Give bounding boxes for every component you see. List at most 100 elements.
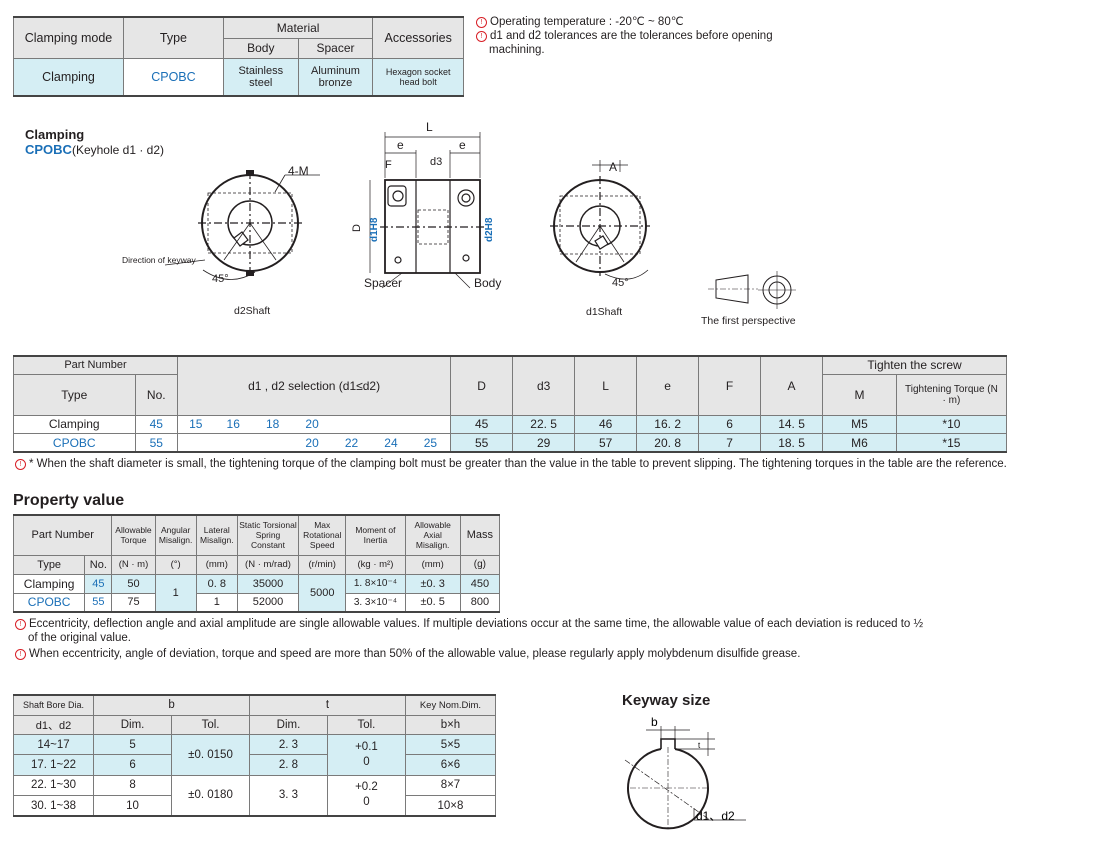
left-end-view [164, 170, 320, 280]
material-table: Clamping mode Type Material Accessories … [13, 16, 464, 97]
side-view [369, 132, 485, 289]
cell-b: 5 [93, 734, 173, 756]
cell-type: CPOBC [12, 592, 86, 613]
header-static: Static Torsional Spring Constant [236, 514, 300, 556]
caution-icon: ! [476, 17, 487, 28]
label-F: F [385, 159, 392, 171]
table-row: 30. 1~38 10 10×8 [12, 795, 497, 817]
cell-sel: 18 [252, 414, 293, 435]
label-d1d2: d1、d2 [696, 809, 735, 823]
caution-icon: ! [476, 31, 487, 42]
cell-L: 46 [574, 414, 638, 435]
header-clamping-mode: Clamping mode [13, 16, 124, 59]
cell-sel: 22 [331, 433, 372, 453]
caution-icon: ! [15, 619, 26, 630]
label-b: b [651, 715, 658, 729]
header-lateral: Lateral Misalign. [195, 514, 238, 556]
section-title-keyway: Keyway size [622, 692, 711, 709]
table-row: Clamping 45 15 16 18 20 45 22. 5 46 16. … [13, 414, 1008, 435]
drawing-subtitle-rest: (Keyhole d1 · d2) [71, 143, 165, 157]
cell-sel: 16 [213, 414, 253, 435]
cell-key: 6×6 [404, 754, 497, 776]
cell-sel [331, 414, 372, 435]
header-no: No. [84, 554, 113, 575]
cell-sel: 25 [410, 433, 452, 453]
cell-sel: 15 [176, 414, 214, 435]
cell-A: 18. 5 [760, 433, 824, 453]
table-row: CPOBC 55 20 22 24 25 55 29 57 20. 8 7 18… [13, 433, 1008, 453]
cell-sel [176, 433, 214, 453]
cell-D: 55 [450, 433, 514, 453]
cell-bore: 17. 1~22 [12, 754, 95, 776]
header-A: A [760, 355, 824, 416]
note-temperature: !Operating temperature : -20℃ ~ 80℃ [476, 15, 816, 29]
cell-b: 10 [93, 795, 173, 817]
keyway-diagram: b t d1、d2 [624, 715, 746, 830]
cell-no: 55 [84, 592, 113, 613]
header-type: Type [122, 16, 224, 59]
note-deviation: !Eccentricity, deflection angle and axia… [15, 617, 1015, 631]
cell-moment: 3. 3×10⁻⁴ [345, 592, 406, 613]
header-selection: d1 , d2 selection (d1≤d2) [176, 355, 452, 416]
label-d3: d3 [430, 156, 442, 168]
header-no: No. [134, 373, 178, 416]
cell-D: 45 [450, 414, 514, 435]
section-title-property: Property value [13, 492, 125, 509]
header-body: Body [222, 37, 299, 59]
header-spacer: Spacer [297, 37, 374, 59]
cell-M: M6 [822, 433, 897, 453]
note-deviation-cont: of the original value. [28, 632, 131, 644]
header-bxh: b×h [404, 714, 497, 736]
header-part-number: Part Number [13, 355, 178, 375]
caution-icon: ! [15, 459, 26, 470]
note-tolerance-cont: machining. [489, 44, 545, 56]
cell-t: 2. 3 [249, 734, 328, 756]
unit-max-speed: (r/min) [298, 554, 347, 575]
cell-mass: 450 [459, 573, 501, 594]
cell-key: 8×7 [404, 774, 497, 797]
header-d1d2: d1、d2 [12, 714, 95, 736]
cell-mode: Clamping [13, 57, 124, 97]
header-shaft-bore: Shaft Bore Dia. [12, 694, 95, 716]
label-e-left: e [397, 138, 404, 152]
cell-b: 8 [93, 774, 173, 797]
header-moment: Moment of Inertia [345, 514, 406, 556]
drawing-title: Clamping CPOBC(Keyhole d1 · d2) [25, 127, 164, 157]
label-body: Body [474, 276, 501, 290]
cell-bore: 30. 1~38 [12, 795, 95, 817]
header-key-nom: Key Nom.Dim. [404, 694, 497, 716]
label-45-right: 45° [612, 277, 629, 289]
table-row: 17. 1~22 6 2. 8 6×6 [12, 754, 497, 776]
header-dim-b: Dim. [93, 714, 173, 736]
cell-axial: ±0. 5 [404, 592, 461, 613]
header-material: Material [222, 16, 374, 39]
header-angular: Angular Misalign. [154, 514, 197, 556]
header-torque: Tightening Torque (N · m) [895, 373, 1008, 416]
cell-type: Clamping [13, 414, 136, 435]
note-tolerance: !d1 and d2 tolerances are the tolerances… [476, 29, 816, 43]
header-accessories: Accessories [372, 16, 464, 59]
cell-no: 45 [84, 573, 113, 594]
cell-no: 55 [134, 433, 178, 453]
unit-angular: (°) [154, 554, 197, 575]
top-notes: !Operating temperature : -20℃ ~ 80℃ !d1 … [476, 15, 816, 57]
property-table: Part Number Allowable Torque Angular Mis… [12, 514, 501, 613]
cell-F: 7 [698, 433, 762, 453]
label-d1shaft: d1Shaft [586, 306, 622, 318]
label-spacer: Spacer [364, 276, 402, 290]
note-grease: !When eccentricity, angle of deviation, … [15, 647, 1015, 661]
header-type: Type [13, 373, 136, 416]
header-tighten-screw: Tighten the screw [822, 355, 1007, 375]
cell-e: 20. 8 [636, 433, 700, 453]
right-end-view [550, 160, 650, 280]
cell-F: 6 [698, 414, 762, 435]
cell-d3: 29 [512, 433, 576, 453]
cell-torque: 75 [111, 592, 156, 613]
cell-lateral: 1 [195, 592, 238, 613]
label-e-right: e [459, 138, 466, 152]
label-d2shaft: d2Shaft [234, 305, 270, 317]
